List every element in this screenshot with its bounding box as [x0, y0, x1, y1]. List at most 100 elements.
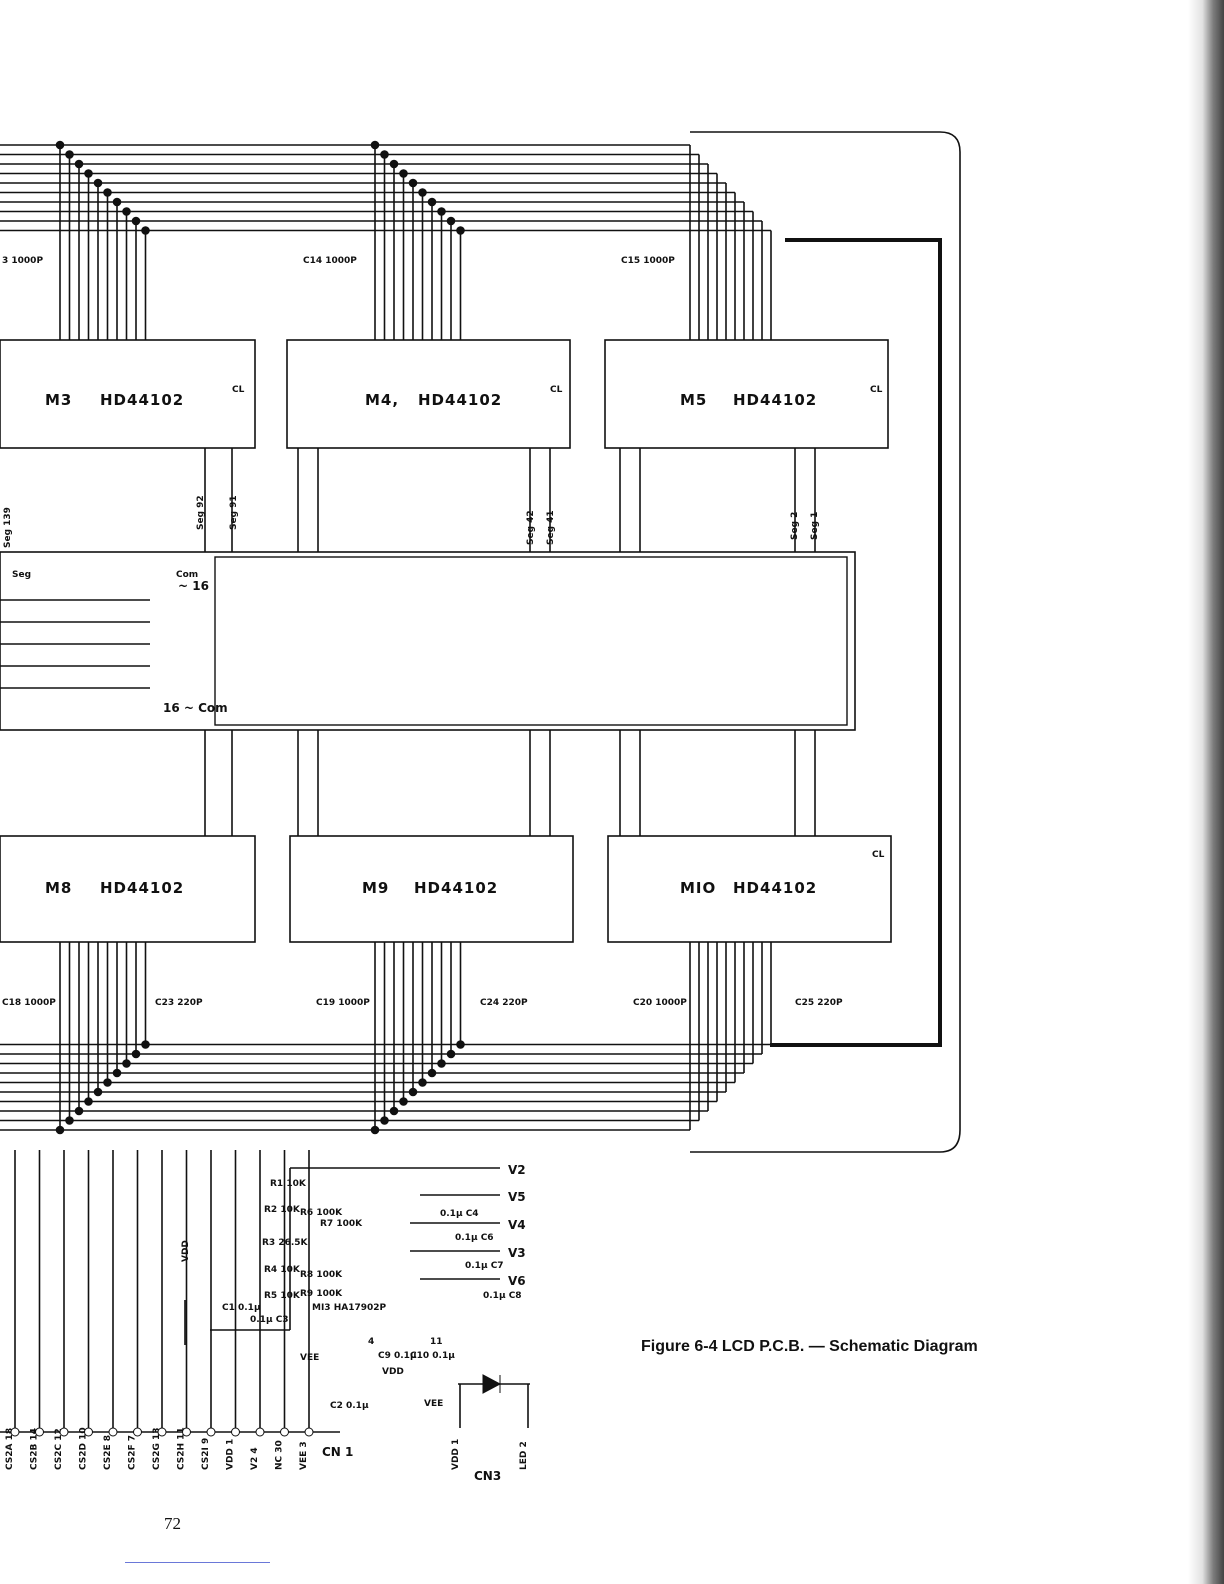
node-11: 11: [430, 1337, 443, 1347]
chip-m5-part: HD44102: [733, 391, 817, 409]
cn1-pin-vee: VEE 3: [299, 1441, 309, 1470]
res-r6: R6 100K: [300, 1208, 343, 1218]
chip-m8-part: HD44102: [100, 879, 184, 897]
out-v3: V3: [508, 1246, 526, 1260]
res-r7: R7 100K: [320, 1219, 363, 1229]
chip-m3-label: M3: [45, 391, 72, 409]
cn1-pin-circle: [108, 1427, 118, 1437]
res-r9: R9 100K: [300, 1289, 343, 1299]
cn1-pin-circle: [280, 1427, 289, 1437]
chip-m9: M9 HD44102: [289, 835, 574, 943]
res-r1: R1 10K: [270, 1179, 307, 1189]
cn1-pin-circle: [10, 1427, 20, 1437]
cap-m5-label: C15 1000P: [621, 256, 675, 266]
cn1-pin-cs2i: CS2I 9: [201, 1438, 211, 1470]
cap-c4: 0.1μ C4: [440, 1209, 479, 1219]
node-4: 4: [368, 1337, 374, 1347]
cn1-pin-circle: [255, 1427, 265, 1437]
cap-m9-label: C19 1000P: [316, 998, 370, 1008]
res-r2: R2 10K: [264, 1205, 301, 1215]
chip-m4-cl: CL: [550, 385, 563, 395]
chip-m9-label: M9: [362, 879, 389, 897]
display-seg-label: Seg: [12, 570, 31, 580]
cap-m4-label: C14 1000P: [303, 256, 357, 266]
seg-m5-b: Seg 1: [810, 512, 820, 540]
chip-m10: MIO HD44102 CL: [607, 835, 892, 943]
chip-m4: M4, HD44102 CL: [286, 339, 571, 449]
board-outline: [690, 131, 961, 1153]
out-v5: V5: [508, 1190, 526, 1204]
cn1-pin-v2: V2 4: [250, 1447, 260, 1470]
seg-m3-a: Seg 92: [196, 495, 206, 530]
cap-c8: 0.1μ C8: [483, 1291, 522, 1301]
cn1-pin-cs2b: CS2B 14: [30, 1428, 40, 1470]
cn1-pin-cs2d: CS2D 10: [79, 1427, 89, 1470]
cn1-pin-cs2a: CS2A 18: [5, 1428, 15, 1470]
lcd-panel-inner: [214, 556, 848, 726]
chip-m9-part: HD44102: [414, 879, 498, 897]
cap-m10-label: C20 1000P: [633, 998, 687, 1008]
chip-m4-label: M4,: [365, 391, 399, 409]
cn1-pin-cs2h: CS2H 11: [177, 1427, 187, 1470]
out-v6: V6: [508, 1274, 526, 1288]
chip-m8-label: M8: [45, 879, 72, 897]
cn1-pin-circle: [133, 1427, 142, 1437]
cn1-pin-cs2c: CS2C 12: [54, 1428, 64, 1470]
cn1-pin-circle: [206, 1427, 216, 1437]
cn1-label: CN 1: [322, 1445, 353, 1459]
cn1-pin-circle: [304, 1427, 314, 1437]
ground-frame: [770, 238, 942, 1047]
wiring-layer: [0, 140, 816, 1433]
cap-m9-label-2: C24 220P: [480, 998, 528, 1008]
chip-m3-cl: CL: [232, 385, 245, 395]
cn1-pin-circle: [59, 1427, 69, 1437]
seg-m5-a: Seg 2: [790, 512, 800, 540]
vee-label-c10: VEE: [424, 1399, 443, 1409]
cn1-pin-vdd: VDD 1: [226, 1439, 236, 1470]
cn3-pin-vdd: VDD 1: [451, 1439, 461, 1470]
seg-m4-a: Seg 42: [526, 510, 536, 545]
cn1-pin-cs2f: CS2F 7: [128, 1435, 138, 1470]
cap-c2: C2 0.1μ: [330, 1401, 369, 1411]
out-v2: V2: [508, 1163, 526, 1177]
display-com-label: Com: [176, 570, 198, 580]
cn1-pin-circle: [35, 1427, 44, 1437]
chip-m5-cl: CL: [870, 385, 883, 395]
power-section: R1 10K R2 10K R3 26.5K R4 10K R5 10K R6 …: [181, 1163, 526, 1411]
led-symbol: [482, 1374, 502, 1394]
display-com-bottom: 16 ~ Com: [163, 701, 228, 715]
chip-m4-part: HD44102: [418, 391, 502, 409]
ic-m13: MI3 HA17902P: [312, 1303, 387, 1313]
cn1-pin-circle: [231, 1427, 240, 1437]
cn1-pin-cs2g: CS2G 13: [152, 1427, 162, 1470]
display-com-16: ~ 16: [178, 579, 209, 593]
chip-m10-part: HD44102: [733, 879, 817, 897]
cap-m8-label: C18 1000P: [2, 998, 56, 1008]
footer-rule: [125, 1562, 270, 1563]
chip-m5: M5 HD44102 CL: [604, 339, 889, 449]
cap-c3: 0.1μ C3: [250, 1315, 289, 1325]
vee-label: VEE: [300, 1353, 319, 1363]
figure-caption: Figure 6-4 LCD P.C.B. — Schematic Diagra…: [641, 1338, 978, 1355]
cn1-pin-nc: NC 30: [275, 1440, 285, 1470]
vdd-label-c9: VDD: [382, 1367, 404, 1377]
seg-139: Seg 139: [3, 507, 13, 548]
cn1-pin-circle: [84, 1427, 93, 1437]
cap-m10-label-2: C25 220P: [795, 998, 843, 1008]
cn3-label: CN3: [474, 1469, 501, 1483]
cn1-pin-circle: [157, 1427, 167, 1437]
out-v4: V4: [508, 1218, 526, 1232]
res-r3: R3 26.5K: [262, 1238, 309, 1248]
cap-c6: 0.1μ C6: [455, 1233, 494, 1243]
chip-m5-label: M5: [680, 391, 707, 409]
page-number: 72: [164, 1514, 181, 1533]
chip-m3: M3 HD44102 CL: [0, 339, 256, 449]
cap-m3-label: 3 1000P: [2, 256, 43, 266]
chip-m10-cl: CL: [872, 850, 885, 860]
scan-edge: [1188, 0, 1224, 1584]
chip-m8: M8 HD44102: [0, 835, 256, 943]
cap-c9: C9 0.1μ: [378, 1351, 417, 1361]
